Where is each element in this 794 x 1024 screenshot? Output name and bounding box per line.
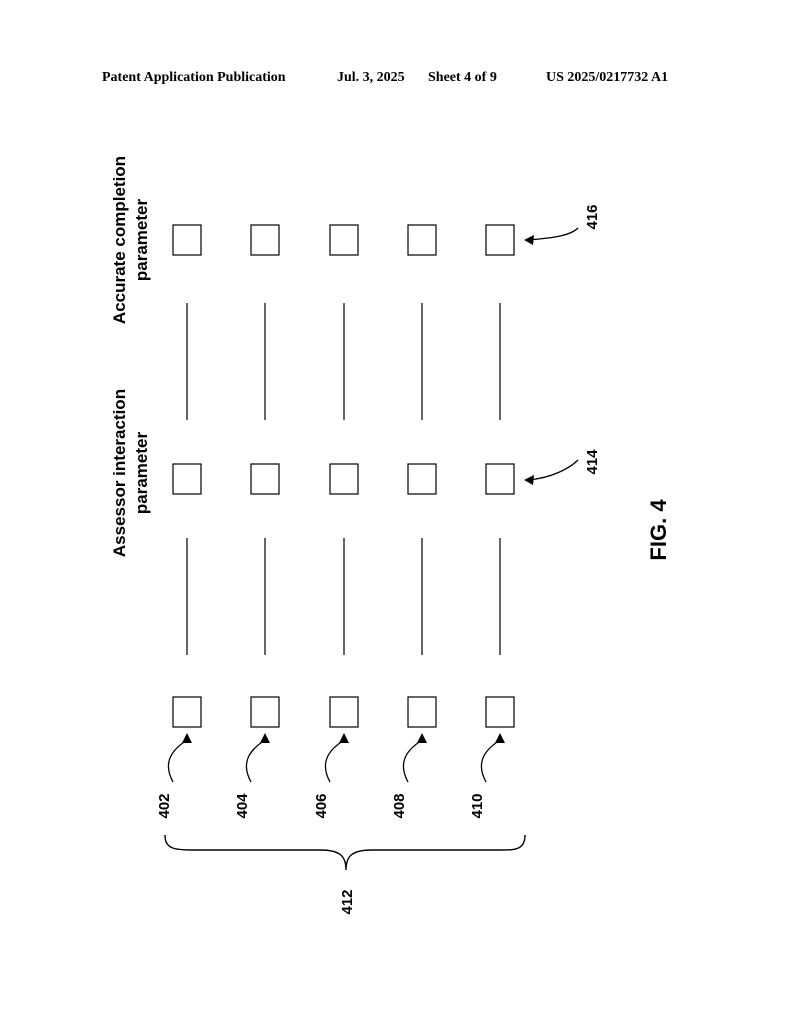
- ref-406: 406: [313, 793, 330, 818]
- group-brace: [164, 834, 526, 871]
- row-4-box-1: [407, 696, 437, 728]
- row-2-box-2: [250, 463, 280, 495]
- row-5-box-1: [485, 696, 515, 728]
- assessor-label-line2: parameter: [132, 432, 151, 515]
- ref-402: 402: [156, 793, 173, 818]
- ref-414: 414: [584, 449, 601, 475]
- page-header: Patent Application Publication Jul. 3, 2…: [0, 70, 794, 86]
- accurate-label-line2: parameter: [132, 199, 151, 282]
- row-2-leader: [245, 739, 266, 783]
- row-2-box-1: [250, 696, 280, 728]
- row-5-box-2: [485, 463, 515, 495]
- sheet-number: Sheet 4 of 9: [428, 70, 497, 85]
- row-4-box-2: [407, 463, 437, 495]
- arrow-416-head: [524, 235, 534, 245]
- publication-date: Jul. 3, 2025: [337, 70, 405, 85]
- assessor-label-line1: Assessor interaction: [110, 389, 129, 557]
- row-3-leader: [324, 739, 345, 783]
- figure-label: FIG. 4: [646, 499, 671, 561]
- row-5-box-3: [485, 224, 515, 256]
- arrow-414-line: [527, 459, 579, 481]
- patent-number: US 2025/0217732 A1: [546, 70, 669, 85]
- row-2-box-3: [250, 224, 280, 256]
- row-3-box-3: [329, 224, 359, 256]
- row-3-box-1: [329, 696, 359, 728]
- row-3-leader-head: [339, 733, 349, 743]
- row-1-box-2: [172, 463, 202, 495]
- row-4-leader: [402, 739, 423, 783]
- ref-408: 408: [391, 793, 408, 818]
- row-1-leader-head: [182, 733, 192, 743]
- ref-410: 410: [469, 793, 486, 818]
- ref-404: 404: [234, 793, 251, 819]
- row-group: 402 404 406 408 410: [156, 224, 515, 819]
- ref-412: 412: [339, 889, 356, 914]
- row-1-leader: [167, 739, 188, 783]
- publication-label: Patent Application Publication: [102, 70, 286, 85]
- arrow-416-line: [527, 227, 579, 241]
- row-5-leader-head: [495, 733, 505, 743]
- row-5-leader: [480, 739, 501, 783]
- row-4-leader-head: [417, 733, 427, 743]
- ref-416: 416: [584, 204, 601, 229]
- row-4-box-3: [407, 224, 437, 256]
- arrow-414-head: [524, 475, 534, 485]
- row-1-box-1: [172, 696, 202, 728]
- row-1-box-3: [172, 224, 202, 256]
- accurate-label-line1: Accurate completion: [110, 156, 129, 324]
- row-2-leader-head: [260, 733, 270, 743]
- row-3-box-2: [329, 463, 359, 495]
